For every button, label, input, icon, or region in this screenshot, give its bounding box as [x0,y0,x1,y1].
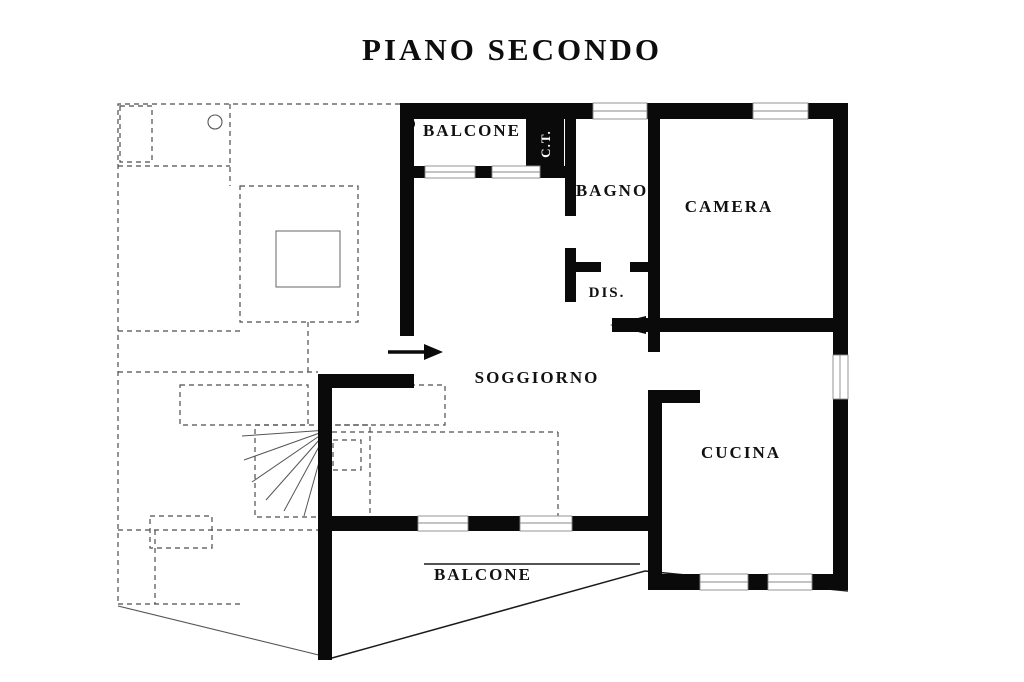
window [832,354,849,400]
wall-dis-west [565,274,576,302]
window [417,515,469,532]
wall-cucina-west [648,390,662,574]
adjacent-room-outline [119,105,153,163]
wall-bagno-west-a [565,118,576,216]
door-marker-icon [610,316,646,334]
winder-landing-hatch [332,439,362,471]
room-label-balcone-bottom: BALCONE [434,565,532,584]
adjacent-room-outline [149,515,213,549]
wall-stair-top [318,374,414,388]
column-circle-icon [207,114,223,130]
windows [417,102,849,591]
upper-stairwell-hatch [239,185,359,323]
room-label-bagno: BAGNO [576,181,648,200]
window [519,515,573,532]
adjacent-outline [117,103,400,604]
stair-flight-left [179,384,309,426]
room-label-cucina: CUCINA [701,443,781,462]
room-label-ct: C.T. [538,130,553,158]
upper-stairwell-core [275,230,341,288]
wall-cucina-west-stub [648,332,660,352]
window [424,165,476,179]
window [592,102,648,120]
room-labels: BALCONE C.T. BAGNO CAMERA DIS. SOGGIORNO… [423,121,781,584]
wall-camera-south [612,318,833,332]
stair-flight-right [319,384,446,426]
balcony-edge-diagonal [117,605,332,659]
wall-bagno-camera [648,118,660,332]
winder-stair-outline [254,424,371,518]
reference-dot-icon [403,118,415,130]
page-title: PIANO SECONDO [362,32,662,67]
wall-west-lower [318,374,332,660]
balcone-parapet [331,570,646,659]
entrance-door-opening [400,336,414,374]
window [491,165,541,179]
window [767,573,813,591]
ct-closet-block [526,118,564,170]
window [752,102,809,120]
room-label-camera: CAMERA [685,197,774,216]
annotations [388,118,646,360]
wall-bagno-west-b [565,248,576,274]
window [699,573,749,591]
wall-bagno-south-b [630,262,660,272]
wall-south [332,516,650,531]
entrance-arrow-icon [388,344,443,360]
room-label-soggiorno: SOGGIORNO [475,368,600,387]
wall-east [833,103,848,590]
room-label-balcone-top: BALCONE [423,121,521,140]
wall-bagno-south-a [565,262,601,272]
room-label-dis: DIS. [589,285,626,301]
